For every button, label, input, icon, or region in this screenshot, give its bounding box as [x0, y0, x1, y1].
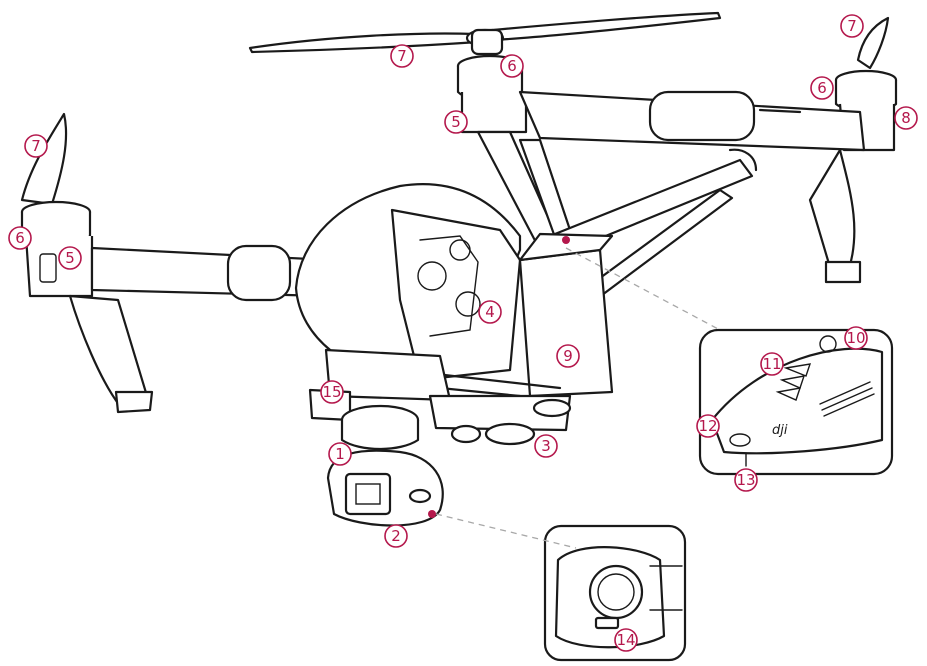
callout-6: 6 [810, 76, 834, 100]
inset-battery-detail: dji [698, 328, 894, 476]
callout-9: 9 [556, 344, 580, 368]
vision-system [428, 394, 572, 446]
svg-text:4: 4 [485, 303, 495, 321]
svg-text:2: 2 [391, 527, 401, 545]
callout-4: 4 [478, 300, 502, 324]
arm-right [518, 90, 866, 284]
callout-3: 3 [534, 434, 558, 458]
svg-text:15: 15 [322, 383, 341, 401]
battery [518, 232, 614, 398]
svg-text:3: 3 [541, 437, 551, 455]
motor-top-center [456, 28, 528, 134]
svg-text:6: 6 [15, 229, 25, 247]
dji-logo: dji [772, 423, 788, 438]
callout-5: 5 [58, 246, 82, 270]
propeller-right [856, 16, 890, 70]
svg-text:7: 7 [847, 17, 857, 35]
callout-5: 5 [444, 110, 468, 134]
callout-8: 8 [894, 106, 918, 130]
arm-left [68, 244, 332, 414]
motor-left [20, 200, 94, 298]
callout-7: 7 [24, 134, 48, 158]
callout-11: 11 [760, 352, 784, 376]
svg-text:8: 8 [901, 109, 911, 127]
camera [326, 449, 444, 527]
svg-text:13: 13 [736, 471, 755, 489]
propeller-left [20, 112, 68, 206]
callout-7: 7 [840, 14, 864, 38]
svg-text:6: 6 [817, 79, 827, 97]
callout-13: 13 [734, 468, 758, 492]
leader-camera [435, 513, 577, 549]
svg-text:1: 1 [335, 445, 345, 463]
svg-text:7: 7 [31, 137, 41, 155]
svg-text:14: 14 [616, 631, 635, 649]
callout-1: 1 [328, 442, 352, 466]
svg-text:5: 5 [451, 113, 461, 131]
svg-text:7: 7 [397, 47, 407, 65]
svg-text:9: 9 [563, 347, 573, 365]
callout-6: 6 [500, 54, 524, 78]
svg-text:6: 6 [507, 57, 517, 75]
callout-7: 7 [390, 44, 414, 68]
svg-text:10: 10 [846, 329, 865, 347]
callout-2: 2 [384, 524, 408, 548]
svg-text:12: 12 [698, 417, 717, 435]
svg-text:5: 5 [65, 249, 75, 267]
callout-10: 10 [844, 326, 868, 350]
callout-6: 6 [8, 226, 32, 250]
callout-12: 12 [696, 414, 720, 438]
aircraft-body [294, 183, 522, 382]
gimbal-mount [308, 348, 452, 451]
svg-text:11: 11 [762, 355, 781, 373]
callout-15: 15 [320, 380, 344, 404]
arm-struts [476, 130, 758, 312]
leader-battery [565, 247, 721, 331]
inset-camera-detail [543, 524, 687, 662]
callout-14: 14 [614, 628, 638, 652]
